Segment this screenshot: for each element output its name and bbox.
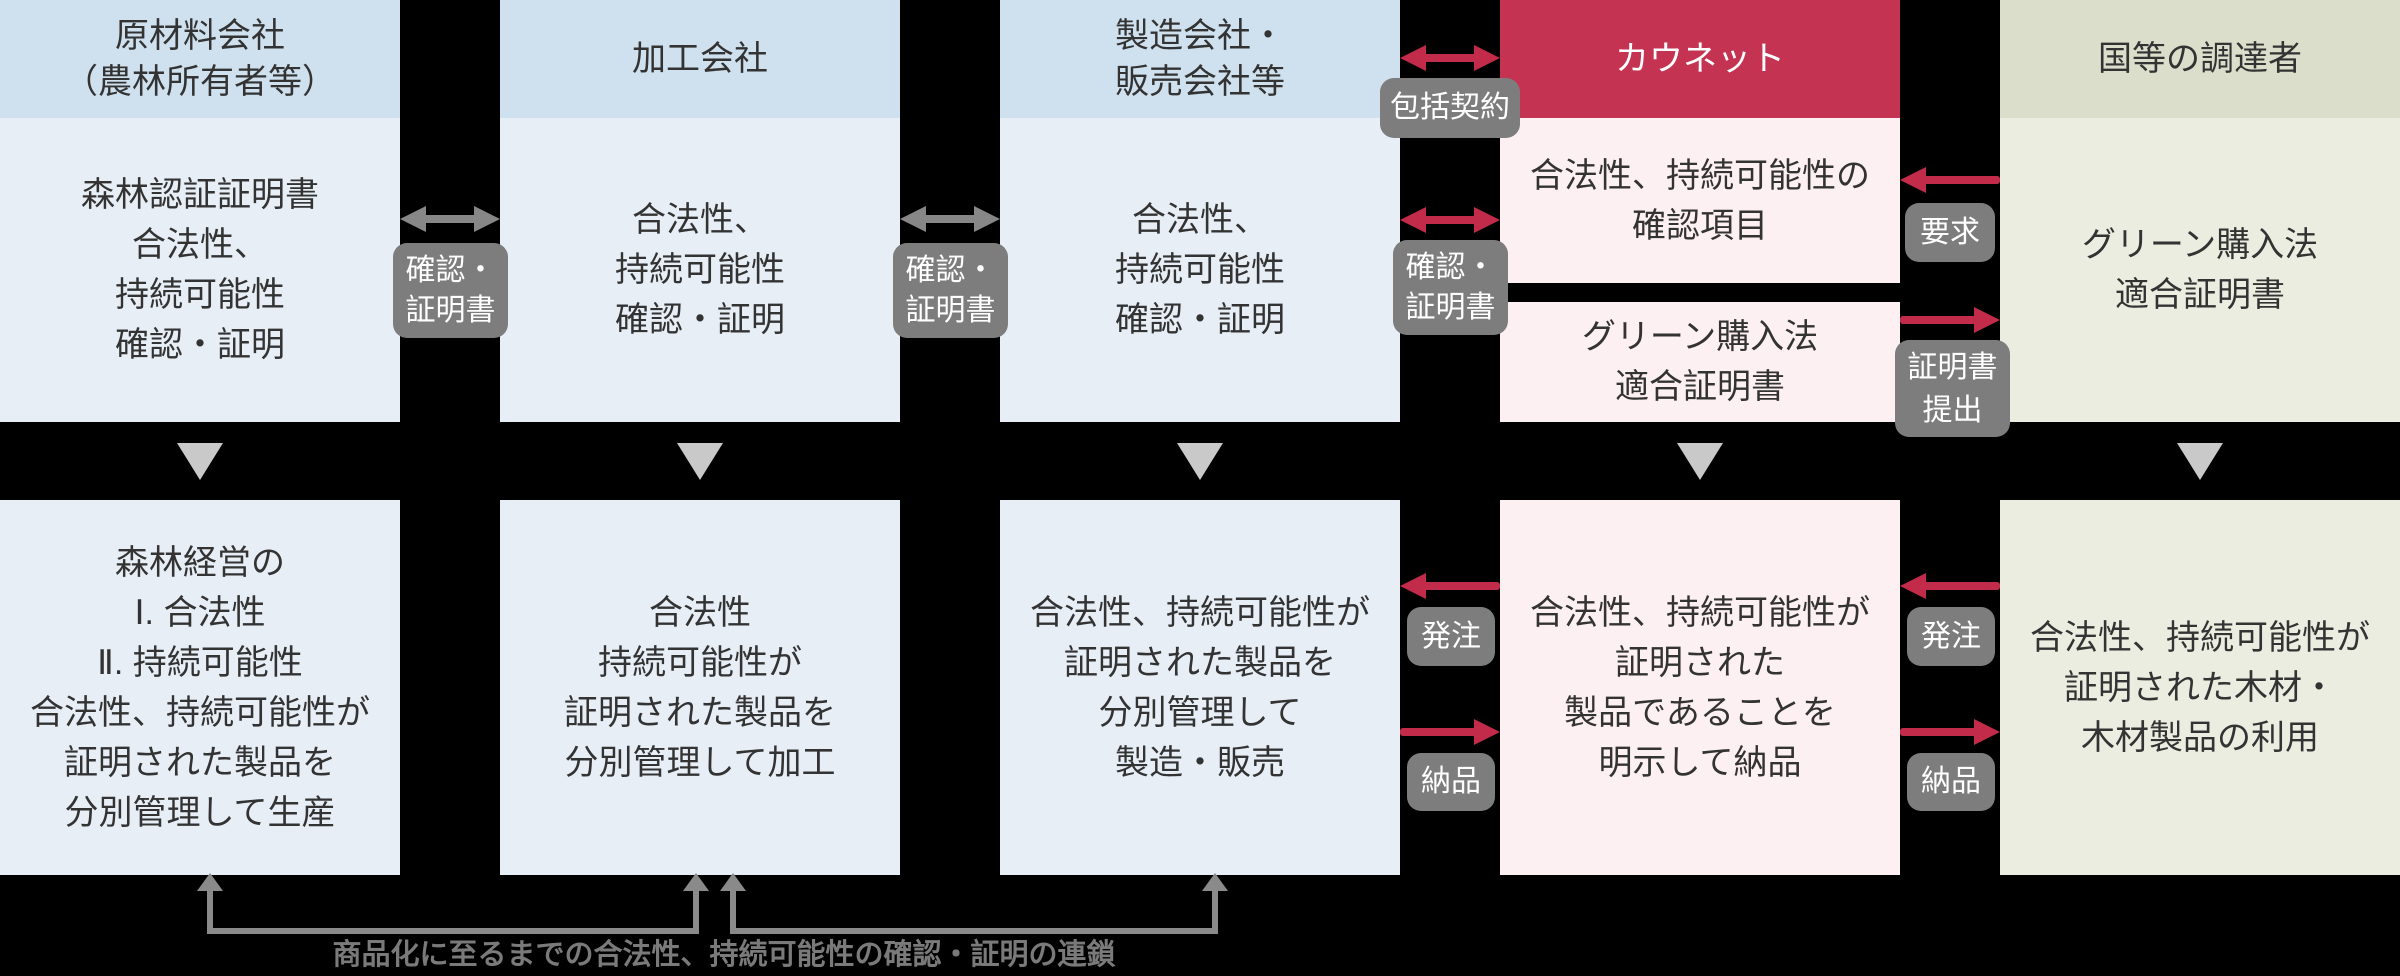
confirmation-certificate-badge: 確認・ 証明書 [393, 243, 508, 338]
double-arrow-icon [1400, 45, 1500, 71]
confirmation-certificate-badge: 確認・ 証明書 [893, 243, 1008, 338]
kaunet-header: カウネット [1500, 0, 1900, 118]
left-arrow-icon [1900, 167, 2000, 193]
double-arrow-icon [400, 206, 500, 232]
up-arrow-icon [683, 873, 709, 891]
certificate-submission-badge: 証明書 提出 [1895, 340, 2010, 437]
up-arrow-icon [720, 873, 746, 891]
down-triangle-icon [1677, 443, 1723, 480]
delivery-badge: 納品 [1907, 753, 1995, 811]
government-bottom-box: 合法性、持続可能性が 証明された木材・ 木材製品の利用 [2000, 500, 2400, 875]
left-arrow-icon [1400, 573, 1500, 599]
kaunet-certificate-box: グリーン購入法 適合証明書 [1500, 302, 1900, 422]
up-arrow-icon [1202, 873, 1228, 891]
right-arrow-icon [1900, 307, 2000, 333]
kaunet-bottom-box: 合法性、持続可能性が 証明された 製品であることを 明示して納品 [1500, 500, 1900, 875]
down-triangle-icon [677, 443, 723, 480]
manufacturing-sales-header: 製造会社・ 販売会社等 [1000, 0, 1400, 118]
raw-material-top-box: 森林認証証明書 合法性、 持続可能性 確認・証明 [0, 118, 400, 422]
right-arrow-icon [1400, 719, 1500, 745]
order-badge: 発注 [1407, 607, 1495, 666]
government-top-box: グリーン購入法 適合証明書 [2000, 118, 2400, 422]
down-triangle-icon [177, 443, 223, 480]
raw-material-bottom-box: 森林経営の Ⅰ. 合法性 Ⅱ. 持続可能性 合法性、持続可能性が 証明された製品… [0, 500, 400, 875]
confirmation-certificate-badge: 確認・ 証明書 [1393, 240, 1508, 335]
manufacturing-sales-bottom-box: 合法性、持続可能性が 証明された製品を 分別管理して 製造・販売 [1000, 500, 1400, 875]
down-triangle-icon [1177, 443, 1223, 480]
left-arrow-icon [1900, 573, 2000, 599]
government-header: 国等の調達者 [2000, 0, 2400, 118]
double-arrow-icon [900, 206, 1000, 232]
processing-header: 加工会社 [500, 0, 900, 118]
down-triangle-icon [2177, 443, 2223, 480]
delivery-badge: 納品 [1407, 753, 1495, 811]
double-arrow-icon [1400, 207, 1500, 233]
up-arrow-icon [197, 873, 223, 891]
raw-material-header: 原材料会社 （農林所有者等） [0, 0, 400, 118]
kaunet-check-items-box: 合法性、持続可能性の 確認項目 [1500, 118, 1900, 283]
right-arrow-icon [1900, 719, 2000, 745]
comprehensive-contract-badge: 包括契約 [1380, 78, 1520, 138]
request-badge: 要求 [1905, 203, 1995, 262]
processing-bottom-box: 合法性 持続可能性が 証明された製品を 分別管理して加工 [500, 500, 900, 875]
manufacturing-sales-top-box: 合法性、 持続可能性 確認・証明 [1000, 118, 1400, 422]
chain-caption: 商品化に至るまでの合法性、持続可能性の確認・証明の連鎖 [332, 939, 1116, 971]
chain-bracket [197, 873, 709, 934]
chain-bracket [720, 873, 1228, 934]
processing-top-box: 合法性、 持続可能性 確認・証明 [500, 118, 900, 422]
order-badge: 発注 [1907, 607, 1995, 666]
